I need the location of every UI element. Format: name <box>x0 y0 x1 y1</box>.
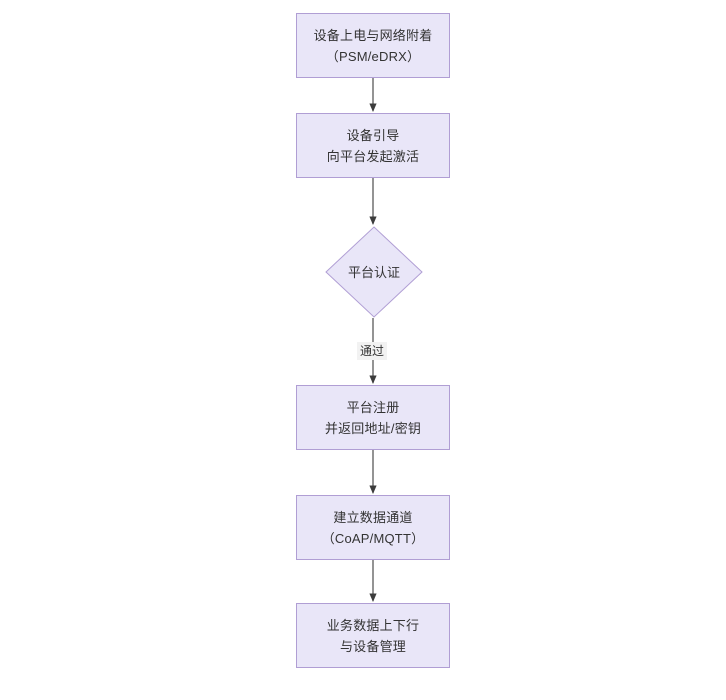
node-label-line: 平台注册 <box>346 399 400 415</box>
node-label-line: 并返回地址/密钥 <box>324 420 422 436</box>
node-label-line: 设备上电与网络附着 <box>313 27 433 43</box>
node-device-bootstrap[interactable]: 设备引导 向平台发起激活 <box>296 113 450 178</box>
node-platform-registration[interactable]: 平台注册 并返回地址/密钥 <box>296 385 450 450</box>
node-business-data-and-device-management[interactable]: 业务数据上下行 与设备管理 <box>296 603 450 668</box>
node-label-line: 设备引导 <box>346 127 400 143</box>
node-device-power-on[interactable]: 设备上电与网络附着 （PSM/eDRX） <box>296 13 450 78</box>
node-label-line: 业务数据上下行 <box>326 617 420 633</box>
node-label-line: （CoAP/MQTT） <box>321 530 425 546</box>
node-label-line: （PSM/eDRX） <box>325 48 421 64</box>
edge-label-pass: 通过 <box>357 342 388 360</box>
node-label-line: 向平台发起激活 <box>326 148 420 164</box>
diamond-shape <box>325 226 423 318</box>
node-platform-authentication[interactable]: 平台认证 <box>325 226 423 318</box>
node-label-line: 与设备管理 <box>339 638 406 654</box>
node-label-line: 建立数据通道 <box>333 509 413 525</box>
node-establish-data-channel[interactable]: 建立数据通道 （CoAP/MQTT） <box>296 495 450 560</box>
